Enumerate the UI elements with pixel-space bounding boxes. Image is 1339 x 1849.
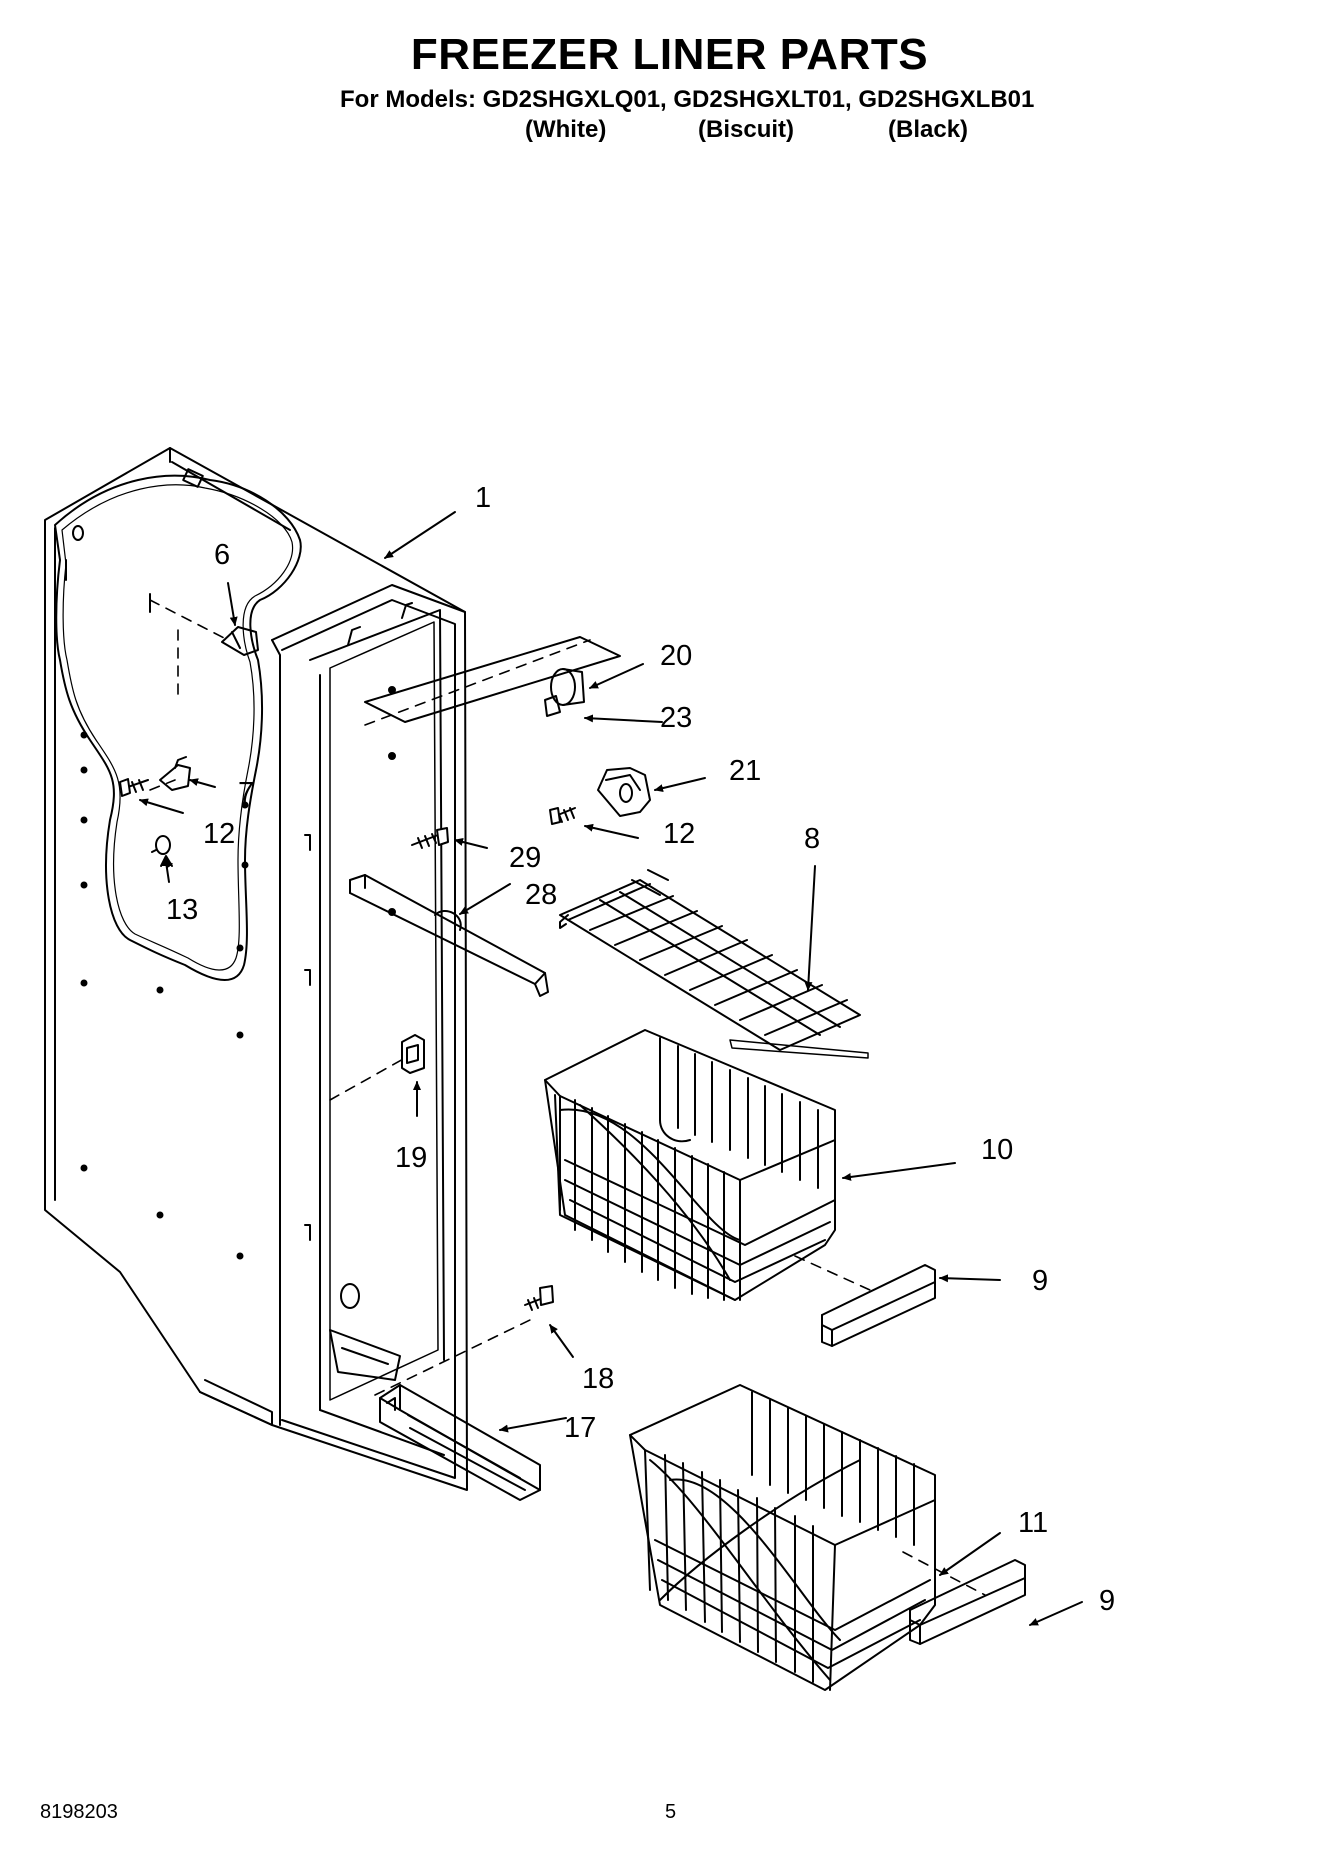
basket-rail-part-9-upper [821,1264,936,1347]
callout-18: 18 [582,1363,614,1395]
callout-7: 7 [238,777,254,809]
variant-biscuit: (Biscuit) [698,116,794,143]
callout-23: 23 [660,702,692,734]
leader-arrow-13 [160,855,173,883]
callout-20: 20 [660,640,692,672]
screw-part-29 [411,827,449,849]
callout-9-lower: 9 [1099,1585,1115,1617]
switch-part-19 [401,1034,425,1074]
variant-white: (White) [525,116,607,143]
wire-shelf-part-8 [559,869,869,1059]
callout-9-upper: 9 [1032,1265,1048,1297]
rail-part-28 [349,874,549,997]
callout-10: 10 [981,1134,1013,1166]
callout-1: 1 [475,482,491,514]
cap-part-20-23 [544,668,585,717]
callout-19: 19 [395,1142,427,1174]
variant-black: (Black) [888,116,969,143]
bracket-part-7 [159,756,191,791]
callout-28: 28 [525,879,557,911]
label-plate [364,636,621,723]
freezer-liner [44,447,468,1491]
part-number: 8198203 [40,1801,118,1823]
callout-8: 8 [804,823,820,855]
trim-part-17 [379,1384,541,1501]
screw-part-12-right [549,807,576,825]
bracket-part-21 [597,767,651,817]
screw-part-18 [524,1285,554,1311]
callout-11: 11 [1018,1507,1048,1539]
callout-17: 17 [564,1412,596,1444]
page-number: 5 [665,1801,677,1823]
callout-13: 13 [166,894,198,926]
leader-arrows [139,511,1083,1626]
basket-part-11 [629,1384,936,1691]
callout-12-left: 12 [203,818,235,850]
pin-part-13 [151,835,171,855]
basket-part-10 [544,1029,836,1301]
page-title: FREEZER LINER PARTS [410,30,929,79]
callout-12-right: 12 [663,818,695,850]
callout-21: 21 [729,755,761,787]
models-line: For Models: GD2SHGXLQ01, GD2SHGXLT01, GD… [340,86,1035,113]
callout-6: 6 [214,539,230,571]
screw-part-12-left [119,778,149,797]
callout-numbers: 1 6 7 12 13 20 23 21 12 8 29 28 10 19 9 … [166,482,1115,1617]
callout-29: 29 [509,842,541,874]
basket-rail-part-9-lower [909,1559,1026,1645]
clip-part-6 [221,626,259,656]
